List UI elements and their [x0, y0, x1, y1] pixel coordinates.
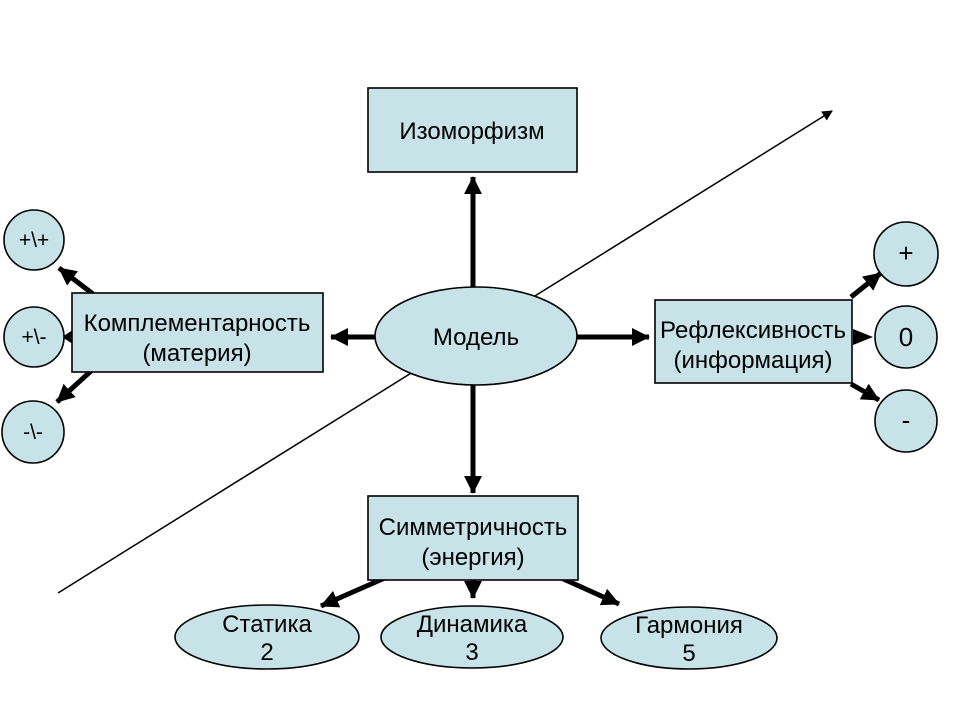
plus-label: +	[898, 238, 913, 268]
node-reflexivity-box	[654, 299, 853, 384]
node-complementarity-box	[71, 292, 324, 373]
arrow-complementarity-to-plusminus	[62, 330, 72, 344]
arrow-complementarity-to-minusminus	[55, 369, 93, 404]
arrow-symmetry-to-statics	[319, 574, 389, 609]
node-minusminus-circle	[1, 400, 65, 464]
node-harmony-ellipse	[600, 606, 778, 670]
dynamics-value: 3	[465, 639, 478, 666]
statics-label: Статика	[222, 611, 312, 638]
plusminus-label: +\-	[21, 326, 46, 349]
symmetry-label-line1: Симметричность	[379, 514, 568, 541]
node-dynamics-ellipse	[380, 605, 564, 669]
plusplus-label: +\+	[19, 229, 49, 252]
arrow-reflexivity-to-plus	[849, 271, 883, 299]
complementarity-label-line2: (материя)	[142, 340, 251, 367]
zero-label: 0	[899, 322, 913, 352]
node-zero-circle	[874, 305, 938, 369]
node-statics-ellipse	[174, 604, 360, 670]
minusminus-label: -\-	[23, 421, 43, 444]
node-plus-circle	[873, 221, 939, 287]
arrow-reflexivity-to-minus	[849, 381, 881, 403]
node-isomorphism-box	[367, 87, 578, 173]
isomorphism-label: Изоморфизм	[399, 118, 544, 145]
complementarity-label-line1: Комплементарность	[84, 310, 311, 337]
statics-value: 2	[260, 639, 273, 666]
node-minus-circle	[874, 389, 938, 453]
harmony-value: 5	[682, 640, 695, 667]
node-plusplus-circle	[3, 209, 65, 271]
symmetry-label-line2: (энергия)	[421, 544, 524, 571]
arrow-symmetry-to-harmony	[557, 574, 621, 607]
reflexivity-label-line2: (информация)	[673, 347, 832, 374]
minus-label: -	[902, 405, 911, 435]
node-symmetry-box	[367, 495, 579, 581]
reflexivity-label-line1: Рефлексивность	[660, 317, 846, 344]
arrow-complementarity-to-plusplus	[57, 266, 95, 296]
arrow-reflexivity-to-zero	[853, 329, 873, 345]
model-label: Модель	[433, 324, 519, 351]
node-model-ellipse	[374, 286, 578, 386]
dynamics-label: Динамика	[417, 611, 528, 638]
node-plusminus-circle	[3, 306, 65, 368]
harmony-label: Гармония	[635, 612, 743, 639]
